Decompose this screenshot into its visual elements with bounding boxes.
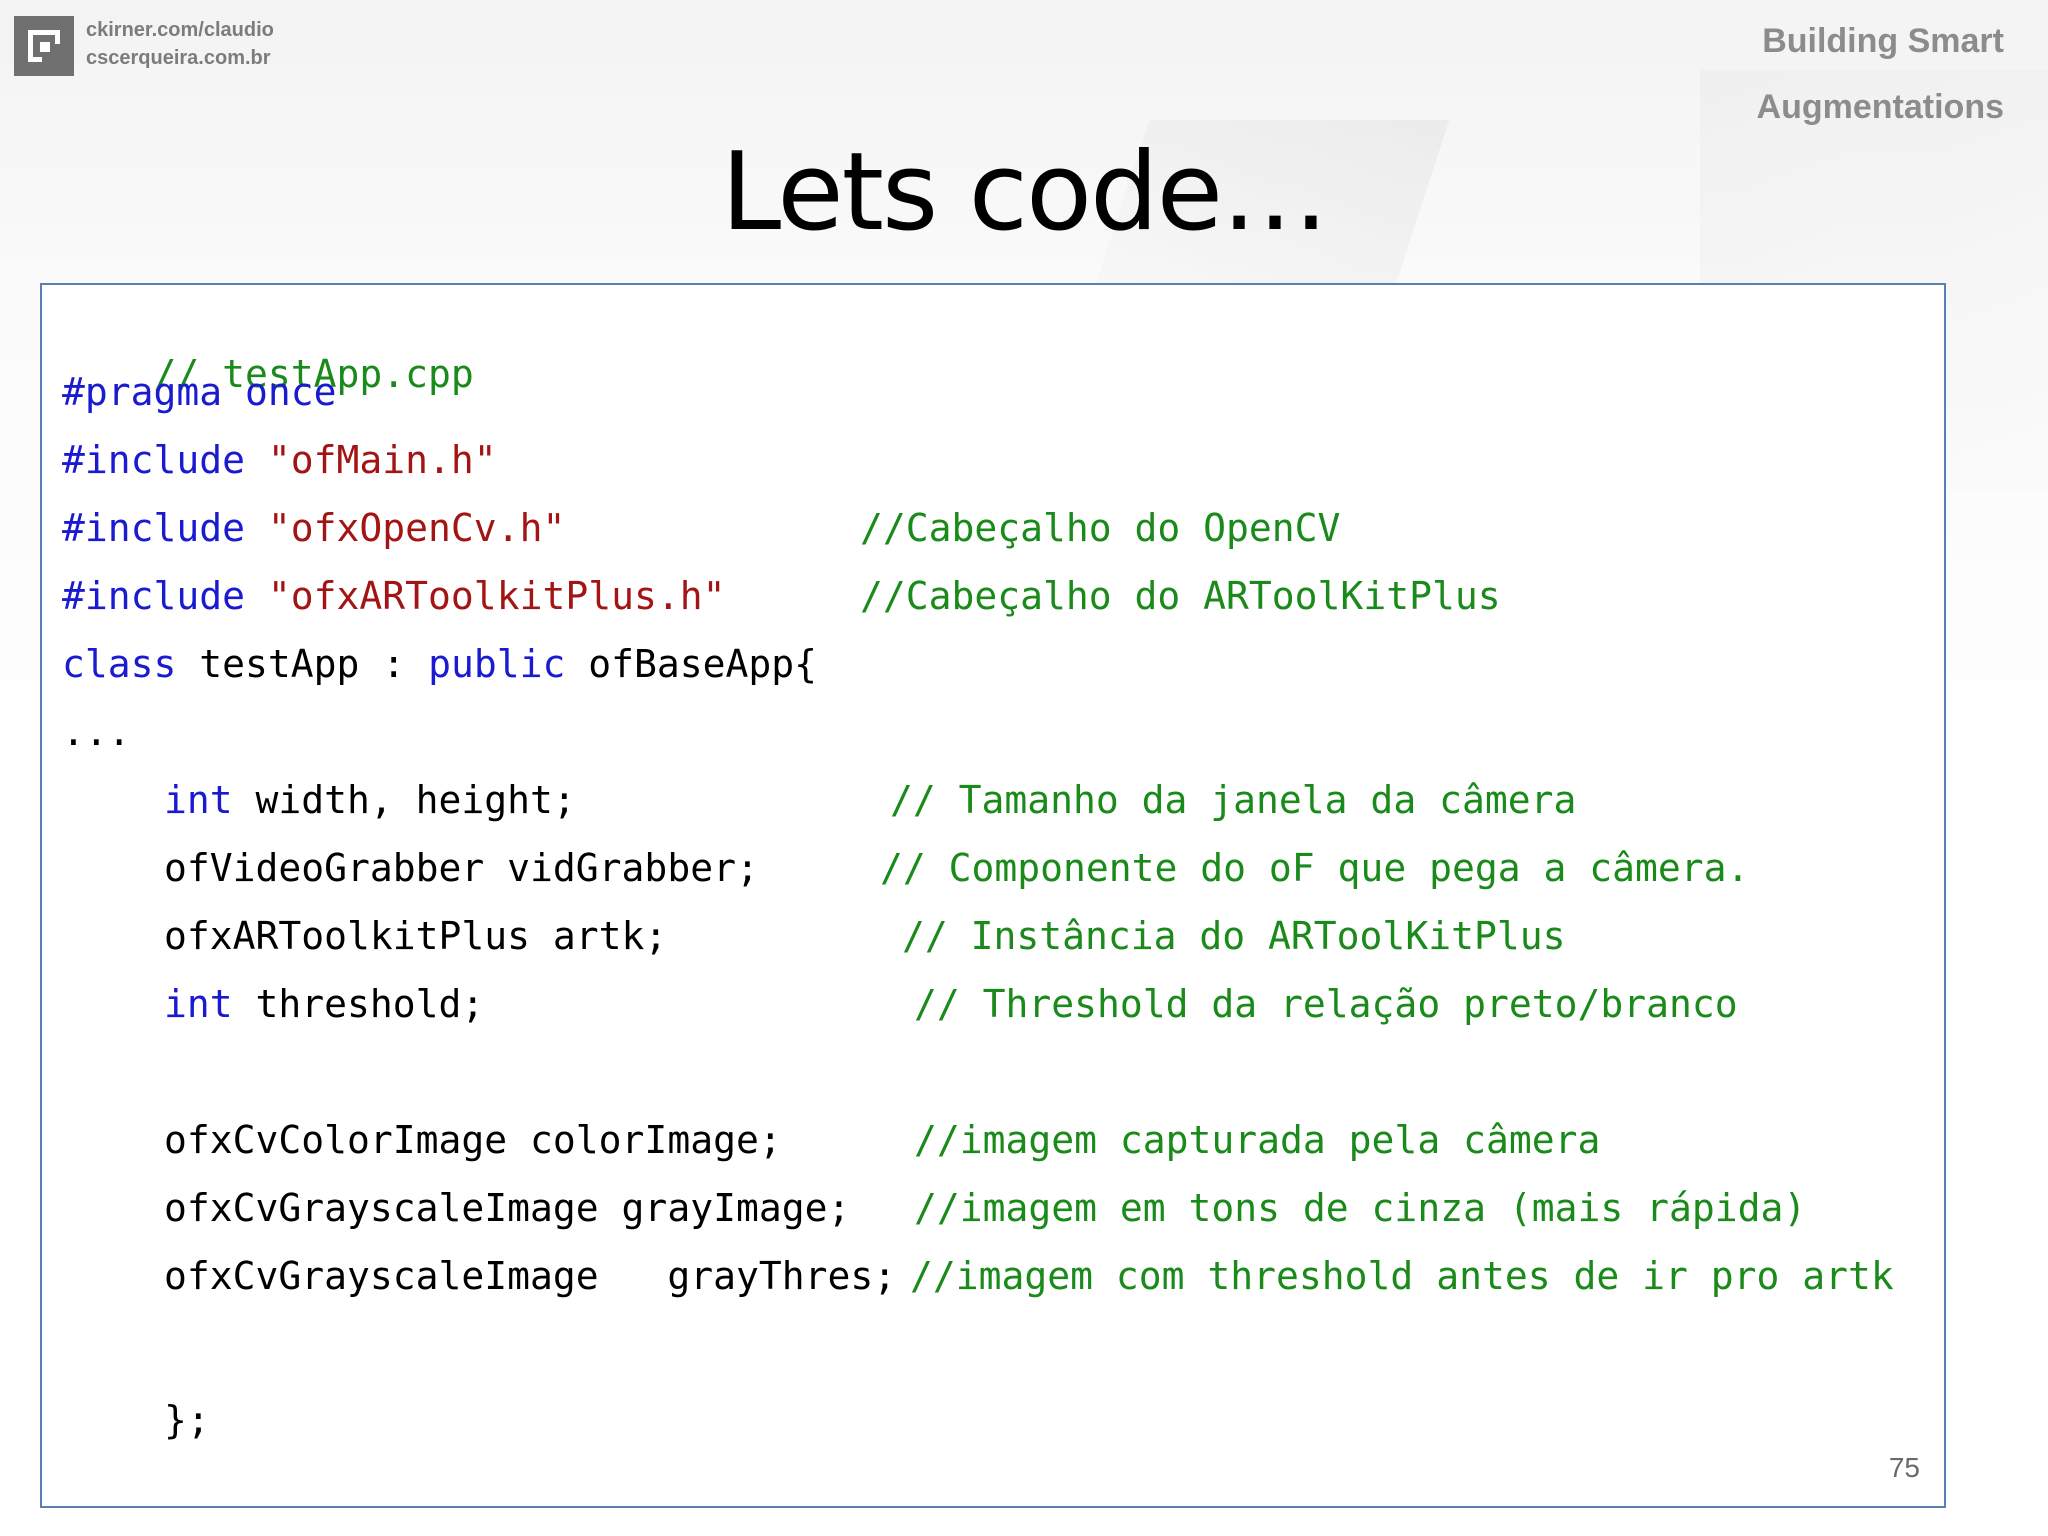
code-line: ofVideoGrabber vidGrabber; <box>164 843 759 893</box>
code-comment: //Cabeçalho do OpenCV <box>860 506 1341 550</box>
code-string: "ofMain.h" <box>245 438 497 482</box>
code-line: #include "ofxARToolkitPlus.h" <box>62 571 725 621</box>
code-comment-line: //imagem com threshold antes de ir pro a… <box>910 1251 1894 1301</box>
code-line: #include "ofMain.h" <box>62 435 497 485</box>
code-text: ... <box>62 710 131 754</box>
code-comment-line: // Instância do ARToolKitPlus <box>902 911 1565 961</box>
page-number: 75 <box>1888 1452 1920 1483</box>
course-title-line2: Augmentations <box>1756 88 2004 126</box>
code-comment: // Instância do ARToolKitPlus <box>902 914 1566 958</box>
code-line: ofxARToolkitPlus artk; <box>164 911 667 961</box>
code-line: ofxCvColorImage colorImage; <box>164 1115 782 1165</box>
code-line: ... <box>62 707 131 757</box>
code-comment: // Tamanho da janela da câmera <box>890 778 1577 822</box>
code-text: ofxCvGrayscaleImage grayThres; <box>164 1254 897 1298</box>
code-comment-line: //imagem em tons de cinza (mais rápida) <box>914 1183 1806 1233</box>
code-comment: //Cabeçalho do ARToolKitPlus <box>860 574 1501 618</box>
code-line: // testApp.cpp <box>62 299 474 449</box>
code-comment: //imagem em tons de cinza (mais rápida) <box>914 1186 1807 1230</box>
slide-title: Lets code… <box>720 130 1329 255</box>
logo-icon <box>14 16 74 76</box>
code-text: ofxARToolkitPlus artk; <box>164 914 668 958</box>
code-keyword: int <box>164 982 233 1026</box>
code-string: "ofxARToolkitPlus.h" <box>245 574 726 618</box>
code-line: #pragma once <box>62 367 337 417</box>
site-links: ckirner.com/claudio cscerqueira.com.br <box>86 16 274 72</box>
code-comment: // Threshold da relação preto/branco <box>914 982 1738 1026</box>
code-keyword: #include <box>62 506 246 550</box>
code-comment: // Componente do oF que pega a câmera. <box>880 846 1750 890</box>
code-text: testApp : <box>176 642 429 686</box>
code-keyword: #pragma <box>62 370 223 414</box>
code-keyword: #include <box>62 574 246 618</box>
code-text: ofxCvGrayscaleImage grayImage; <box>164 1186 851 1230</box>
code-text: }; <box>164 1398 210 1442</box>
code-comment-line: // Threshold da relação preto/branco <box>914 979 1738 1029</box>
code-comment-line: // Componente do oF que pega a câmera. <box>880 843 1749 893</box>
code-line: ofxCvGrayscaleImage grayThres; <box>164 1251 896 1301</box>
code-line: #include "ofxOpenCv.h" <box>62 503 565 553</box>
code-text: ofVideoGrabber vidGrabber; <box>164 846 759 890</box>
code-line: int threshold; <box>164 979 484 1029</box>
code-comment: // testApp.cpp <box>153 352 474 396</box>
course-title-line1: Building Smart <box>1762 22 2004 60</box>
logo-dot <box>40 42 50 52</box>
code-comment: //imagem com threshold antes de ir pro a… <box>910 1254 1894 1298</box>
code-comment-line: //imagem capturada pela câmera <box>914 1115 1600 1165</box>
code-comment: //imagem capturada pela câmera <box>914 1118 1601 1162</box>
code-line: }; <box>164 1395 210 1445</box>
code-line: ofxCvGrayscaleImage grayImage; <box>164 1183 850 1233</box>
code-text: threshold; <box>232 982 485 1026</box>
code-text: ofBaseApp{ <box>565 642 818 686</box>
site-link-cscerqueira: cscerqueira.com.br <box>86 47 271 69</box>
code-keyword: class <box>62 642 177 686</box>
code-keyword: public <box>428 642 566 686</box>
code-string: "ofxOpenCv.h" <box>245 506 566 550</box>
code-keyword: once <box>222 370 337 414</box>
code-line: int width, height; <box>164 775 576 825</box>
code-line: class testApp : public ofBaseApp{ <box>62 639 817 689</box>
code-comment-line: //Cabeçalho do OpenCV <box>860 503 1340 553</box>
code-text: ofxCvColorImage colorImage; <box>164 1118 782 1162</box>
code-comment-line: // Tamanho da janela da câmera <box>890 775 1576 825</box>
code-comment-line: //Cabeçalho do ARToolKitPlus <box>860 571 1501 621</box>
course-title: Building Smart Augmentations <box>1584 8 2004 140</box>
code-keyword: int <box>164 778 233 822</box>
code-text: width, height; <box>232 778 576 822</box>
code-block: // testApp.cpp #pragma once #include "of… <box>40 283 1946 1508</box>
site-link-ckirner: ckirner.com/claudio <box>86 19 274 41</box>
code-keyword: #include <box>62 438 246 482</box>
